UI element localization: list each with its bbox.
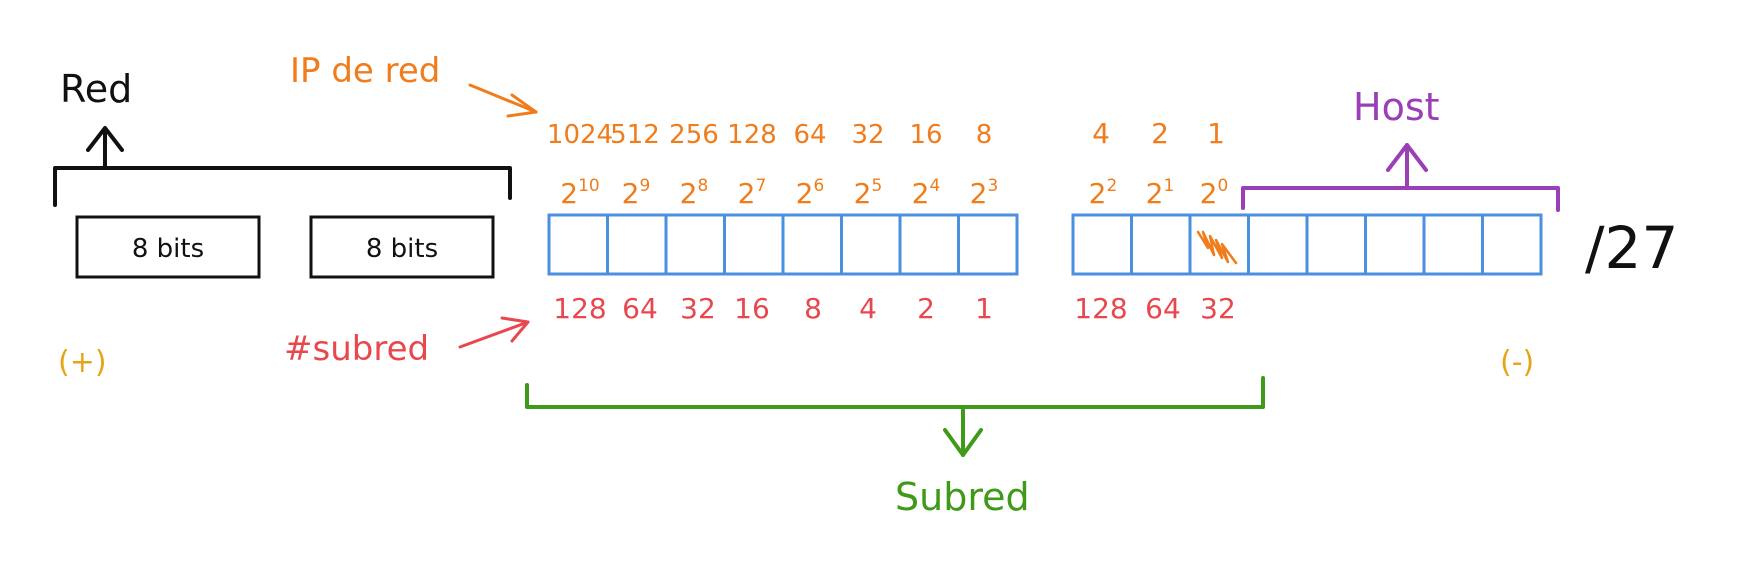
- octet3-power: 29: [622, 176, 651, 210]
- octet4-values: 4 2 1: [1092, 117, 1225, 150]
- octet3-subnet-value: 64: [622, 292, 658, 325]
- octet3-value: 8: [976, 120, 993, 150]
- octet3-subnet-value: 1: [975, 292, 993, 325]
- prefix-label: /27: [1585, 214, 1678, 282]
- octet3-value: 16: [909, 120, 942, 150]
- octet3-value: 1024: [547, 120, 613, 150]
- octet4-bit-cell: [1422, 213, 1484, 276]
- network-box-1: 8 bits: [75, 215, 261, 279]
- octet3-power: 24: [912, 176, 941, 210]
- octet3-subnet-value: 2: [917, 292, 935, 325]
- octet3-power: 26: [796, 176, 825, 210]
- subred-arrow: [943, 408, 983, 457]
- octet3-bit-cell: [606, 213, 668, 276]
- octet3-bit-cell: [547, 213, 609, 276]
- octet4-subnet-value: 32: [1200, 292, 1236, 325]
- subred-label: Subred: [895, 475, 1030, 519]
- octet3-power: 28: [680, 176, 709, 210]
- octet3-value: 32: [851, 120, 884, 150]
- subred-count-label: #subred: [284, 329, 429, 369]
- octet4-bit-cell: [1305, 213, 1367, 276]
- octet4-subnet-values: 128 64 32: [1074, 292, 1236, 325]
- octet4-subnet-value: 64: [1145, 292, 1181, 325]
- plus-label: (+): [58, 345, 107, 380]
- ip-de-red-label: IP de red: [290, 51, 440, 91]
- octet4-value: 1: [1207, 117, 1225, 150]
- subred-count-arrow: [458, 316, 530, 349]
- network-box-2: 8 bits: [309, 215, 495, 279]
- octet3-subnet-value: 8: [804, 292, 822, 325]
- octet4-bit-cell: [1130, 213, 1192, 276]
- octet3-bit-cell: [723, 213, 785, 276]
- octet4-bit-cell: [1481, 213, 1543, 276]
- red-label: Red: [60, 67, 132, 111]
- octet3-powers: 210 29 28 27 26 25 24 23: [560, 176, 998, 210]
- octet3-bit-cell: [898, 213, 960, 276]
- octet3-subnet-value: 16: [734, 292, 770, 325]
- octet4-bit-cell: [1364, 213, 1426, 276]
- octet3-power: 23: [970, 176, 999, 210]
- network-box-2-label: 8 bits: [366, 234, 438, 264]
- octet3-bit-cell: [957, 213, 1019, 276]
- octet4-subnet-value: 128: [1074, 292, 1127, 325]
- octet3-cells: [547, 213, 1019, 276]
- network-bracket: [53, 166, 512, 207]
- host-label: Host: [1353, 85, 1440, 129]
- red-arrow: [86, 126, 124, 170]
- network-box-1-label: 8 bits: [132, 234, 204, 264]
- octet3-power: 210: [560, 176, 599, 210]
- subred-bracket: [525, 376, 1265, 409]
- octet3-subnet-value: 32: [680, 292, 716, 325]
- octet4-value: 2: [1151, 117, 1169, 150]
- octet3-power: 27: [738, 176, 767, 210]
- host-bracket: [1241, 186, 1560, 212]
- ip-de-red-arrow: [468, 83, 538, 118]
- highlighted-bit-scribble: [1196, 230, 1238, 265]
- octet3-subnet-value: 128: [553, 292, 606, 325]
- octet4-power: 21: [1146, 176, 1175, 210]
- octet3-value: 256: [669, 120, 719, 150]
- octet3-value: 128: [727, 120, 777, 150]
- octet3-bit-cell: [781, 213, 843, 276]
- octet4-value: 4: [1092, 117, 1110, 150]
- minus-label: (-): [1500, 345, 1534, 380]
- octet4-bit-cell: [1071, 213, 1133, 276]
- octet4-power: 22: [1089, 176, 1118, 210]
- octet3-bit-cell: [664, 213, 726, 276]
- octet3-subnet-values: 128 64 32 16 8 4 2 1: [553, 292, 993, 325]
- octet3-power: 25: [854, 176, 883, 210]
- octet3-value: 64: [793, 120, 826, 150]
- octet4-bit-cell: [1247, 213, 1309, 276]
- octet4-powers: 22 21 20: [1089, 176, 1229, 210]
- octet3-values: 1024 512 256 128 64 32 16 8: [547, 120, 992, 150]
- octet3-bit-cell: [840, 213, 902, 276]
- octet4-cells: [1071, 213, 1543, 276]
- octet3-value: 512: [610, 120, 660, 150]
- octet4-power: 20: [1200, 176, 1229, 210]
- host-arrow: [1386, 143, 1428, 187]
- octet3-subnet-value: 4: [859, 292, 877, 325]
